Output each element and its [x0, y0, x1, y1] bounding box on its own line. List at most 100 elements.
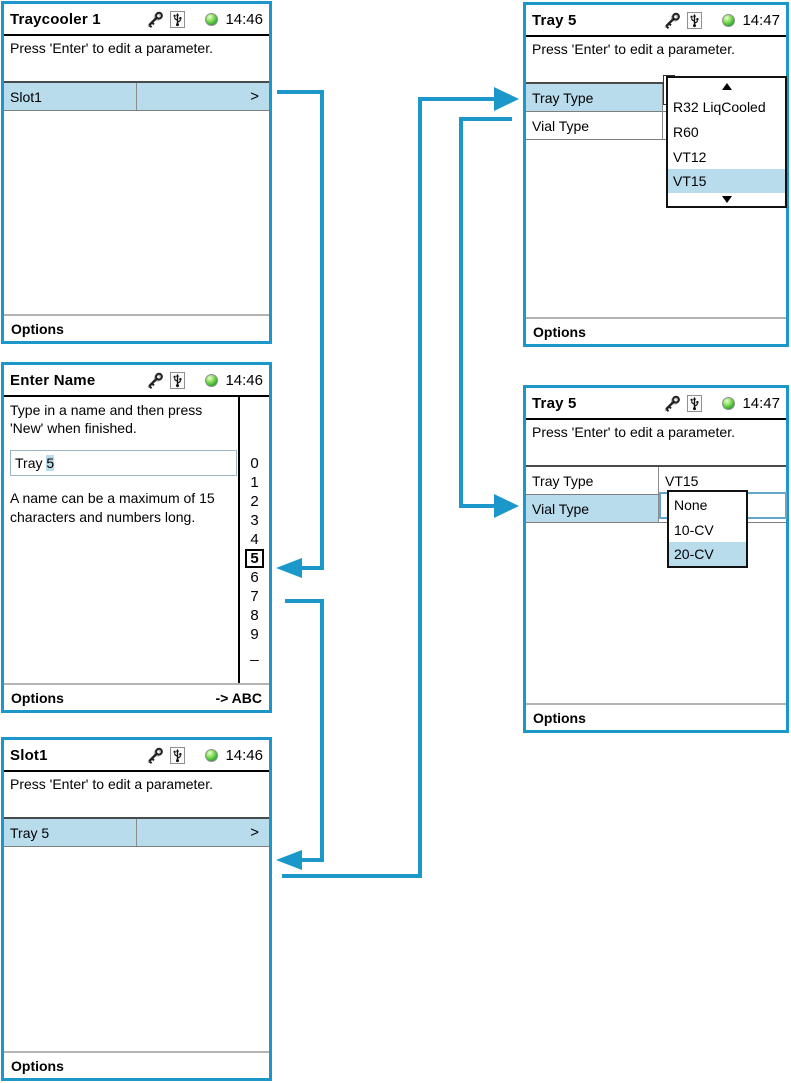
- scroll-up-icon[interactable]: [668, 78, 785, 94]
- softkey-bar: Options: [4, 1051, 269, 1078]
- clock-time: 14:47: [742, 394, 780, 412]
- options-softkey[interactable]: Options: [533, 323, 586, 340]
- dropdown-option-selected[interactable]: 20-CV: [669, 542, 746, 566]
- char-item[interactable]: _: [250, 645, 259, 662]
- page-title: Slot1: [10, 746, 48, 764]
- note-text: A name can be a maximum of 15 characters…: [10, 490, 215, 525]
- param-row-tray-type[interactable]: Tray Type VT15: [526, 467, 786, 495]
- screen-slot1: Slot1 14:46 Pres: [1, 737, 272, 1081]
- title-bar: Slot1 14:46: [4, 740, 269, 772]
- flow-line: [459, 117, 463, 508]
- param-value: VT15: [665, 472, 699, 489]
- softkey-bar: Options: [4, 314, 269, 341]
- param-label: Slot1: [10, 88, 42, 105]
- clock-time: 14:46: [225, 746, 263, 764]
- char-item[interactable]: 0: [250, 455, 259, 472]
- dropdown-option[interactable]: R32 LiqCooled: [673, 98, 766, 115]
- dropdown-option[interactable]: 10-CV: [674, 521, 714, 538]
- key-icon: [147, 11, 163, 28]
- char-item[interactable]: 6: [250, 569, 259, 586]
- char-item[interactable]: 3: [250, 512, 259, 529]
- scroll-down-icon[interactable]: [668, 193, 785, 205]
- usb-icon: [687, 11, 702, 29]
- status-led-icon: [205, 373, 218, 387]
- hint-text: Press 'Enter' to edit a parameter.: [526, 37, 786, 84]
- usb-icon: [170, 371, 185, 389]
- param-row-vial-type[interactable]: Vial Type: [526, 495, 786, 523]
- flow-line: [320, 90, 324, 570]
- flow-line: [285, 599, 324, 603]
- status-icons: 14:46: [146, 746, 263, 764]
- arrowhead-right-icon: [494, 494, 519, 518]
- softkey-bar: Options -> ABC: [4, 683, 269, 710]
- dropdown-option[interactable]: R60: [673, 123, 699, 140]
- char-item[interactable]: 7: [250, 588, 259, 605]
- status-led-icon: [722, 13, 735, 27]
- flow-line: [422, 97, 494, 101]
- screen-traycooler: Traycooler 1 14:46: [1, 1, 272, 344]
- param-row-tray-type[interactable]: Tray Type: [526, 84, 786, 112]
- instruction-text: Type in a name and then press 'New' when…: [10, 402, 203, 436]
- char-item[interactable]: 8: [250, 607, 259, 624]
- char-item[interactable]: 9: [250, 626, 259, 643]
- name-input[interactable]: Tray 5: [10, 450, 237, 476]
- page-title: Tray 5: [532, 394, 577, 412]
- flow-line: [461, 117, 512, 121]
- title-bar: Enter Name 14:46: [4, 365, 269, 397]
- character-picker: 0 1 2 3 4 5 6 7 8 9 _: [238, 397, 269, 683]
- key-icon: [664, 395, 680, 412]
- title-bar: Tray 5 14:47: [526, 388, 786, 420]
- options-softkey[interactable]: Options: [11, 320, 64, 337]
- dropdown-option[interactable]: VT12: [673, 148, 707, 165]
- hint-text: Press 'Enter' to edit a parameter.: [526, 420, 786, 467]
- arrowhead-right-icon: [494, 87, 519, 111]
- param-row-vial-type[interactable]: Vial Type: [526, 112, 786, 140]
- page-title: Enter Name: [10, 371, 96, 389]
- arrowhead-left-icon: [276, 850, 302, 870]
- flow-line: [282, 874, 422, 878]
- char-item-selected[interactable]: 5: [245, 549, 264, 568]
- usb-icon: [170, 10, 185, 28]
- usb-icon: [687, 394, 702, 412]
- screen-enter-name: Enter Name 14:46: [1, 362, 272, 713]
- name-input-text: Tray: [15, 455, 47, 471]
- status-icons: 14:47: [663, 394, 780, 412]
- param-label: Tray Type: [532, 89, 594, 106]
- chevron-right-icon: >: [250, 824, 259, 841]
- screen-tray5-tray-type: Tray 5 14:47 Pre: [523, 2, 789, 347]
- title-bar: Tray 5 14:47: [526, 5, 786, 37]
- status-led-icon: [205, 12, 218, 26]
- options-softkey[interactable]: Options: [533, 709, 586, 726]
- usb-icon: [170, 746, 185, 764]
- softkey-bar: Options: [526, 317, 786, 344]
- flow-line: [320, 599, 324, 862]
- param-label: Tray Type: [532, 472, 594, 489]
- screen-body: [4, 111, 269, 314]
- param-row-slot1[interactable]: Slot1 >: [4, 83, 269, 111]
- param-row-tray5[interactable]: Tray 5 >: [4, 819, 269, 847]
- options-softkey[interactable]: Options: [11, 689, 64, 706]
- clock-time: 14:47: [742, 11, 780, 29]
- chevron-right-icon: >: [250, 88, 259, 105]
- abc-mode-softkey[interactable]: -> ABC: [215, 689, 262, 706]
- dropdown-option[interactable]: None: [674, 496, 708, 513]
- screen-body: Type in a name and then press 'New' when…: [4, 397, 269, 683]
- hint-text: Press 'Enter' to edit a parameter.: [4, 772, 269, 819]
- status-led-icon: [722, 396, 735, 410]
- tray-type-dropdown: R32 LiqCooled R60 VT12 VT15: [666, 76, 787, 208]
- char-item[interactable]: 1: [250, 474, 259, 491]
- clock-time: 14:46: [225, 371, 263, 389]
- char-item[interactable]: 4: [250, 531, 259, 548]
- flow-line: [277, 90, 324, 94]
- param-label: Tray 5: [10, 824, 50, 841]
- dropdown-option-selected[interactable]: VT15: [668, 169, 785, 193]
- options-softkey[interactable]: Options: [11, 1057, 64, 1074]
- flow-line: [463, 504, 494, 508]
- key-icon: [147, 372, 163, 389]
- name-input-selected-char: 5: [46, 455, 55, 471]
- char-item[interactable]: 2: [250, 493, 259, 510]
- flow-line: [418, 97, 422, 878]
- status-icons: 14:46: [146, 371, 263, 389]
- title-bar: Traycooler 1 14:46: [4, 4, 269, 36]
- status-led-icon: [205, 748, 218, 762]
